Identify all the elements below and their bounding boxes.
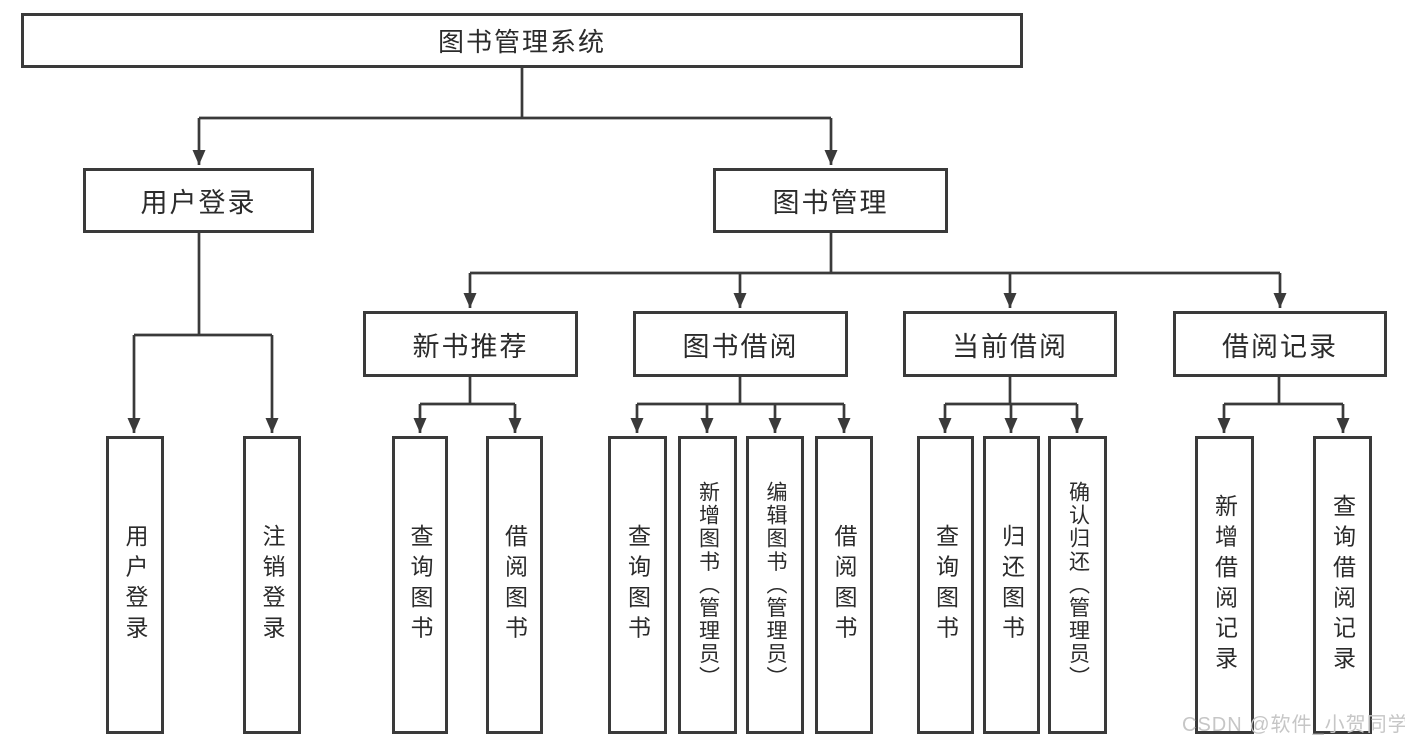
node-book-borrowing: 图书借阅 xyxy=(633,311,848,377)
leaf-return-book: 归还图书 xyxy=(983,436,1040,734)
leaf-edit-book-admin: 编辑图书（管理员） xyxy=(746,436,804,734)
node-user-login: 用户登录 xyxy=(83,168,314,233)
node-current-borrowing: 当前借阅 xyxy=(903,311,1117,377)
node-new-book-recommendation: 新书推荐 xyxy=(363,311,578,377)
leaf-borrow-books-recommend: 借阅图书 xyxy=(486,436,543,734)
node-library-management-system: 图书管理系统 xyxy=(21,13,1023,68)
leaf-add-borrow-record: 新增借阅记录 xyxy=(1195,436,1254,734)
leaf-confirm-return-admin: 确认归还（管理员） xyxy=(1048,436,1107,734)
leaf-query-borrow-record: 查询借阅记录 xyxy=(1313,436,1372,734)
leaf-query-books-borrow: 查询图书 xyxy=(608,436,667,734)
node-borrowing-records: 借阅记录 xyxy=(1173,311,1387,377)
leaf-add-book-admin: 新增图书（管理员） xyxy=(678,436,737,734)
leaf-logout: 注销登录 xyxy=(243,436,301,734)
watermark: CSDN @软件_小贺同学 xyxy=(1182,714,1405,736)
leaf-query-books-current: 查询图书 xyxy=(917,436,974,734)
leaf-borrow-books: 借阅图书 xyxy=(815,436,873,734)
node-book-management: 图书管理 xyxy=(713,168,948,233)
leaf-user-login: 用户登录 xyxy=(106,436,164,734)
leaf-query-books-recommend: 查询图书 xyxy=(392,436,448,734)
